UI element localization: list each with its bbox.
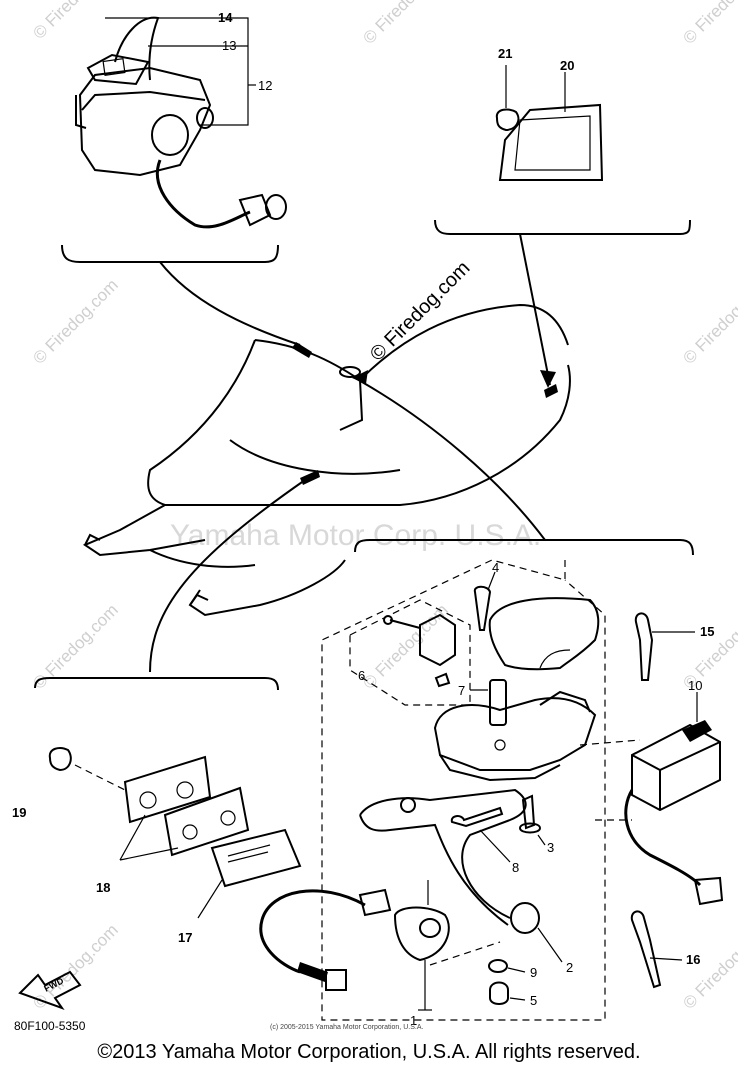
callout-4: 4 — [492, 560, 499, 575]
module-10: 10 — [624, 678, 724, 906]
tail-light-assembly-left: 19 18 17 — [12, 677, 302, 945]
callout-19: 19 — [12, 805, 26, 820]
reflector-assembly-topright: 21 20 — [434, 46, 691, 235]
watermark: © Firedog.com — [359, 0, 451, 48]
callout-12: 12 — [258, 78, 272, 93]
callout-8: 8 — [512, 860, 519, 875]
callout-17: 17 — [178, 930, 192, 945]
leader-lines — [149, 233, 556, 673]
callout-21: 21 — [498, 46, 512, 61]
callout-9: 9 — [530, 965, 537, 980]
callout-3: 3 — [547, 840, 554, 855]
watermark: © Firedog.com — [679, 275, 738, 367]
callout-5: 5 — [530, 993, 537, 1008]
callout-2: 2 — [566, 960, 573, 975]
diagram-code: 80F100-5350 — [14, 1019, 86, 1033]
watermark-layer: © Firedog.com © Firedog.com © Firedog.co… — [29, 0, 738, 1013]
copyright-footer: ©2013 Yamaha Motor Corporation, U.S.A. A… — [97, 1041, 641, 1063]
cable-ties: 15 16 — [630, 612, 714, 989]
watermark: © Firedog.com — [29, 920, 121, 1012]
watermark: © Firedog.com — [359, 600, 451, 692]
callout-20: 20 — [560, 58, 574, 73]
watermark-dark: © Firedog.com — [366, 257, 475, 366]
callout-7: 7 — [458, 683, 465, 698]
small-copyright: (c) 2005-2015 Yamaha Motor Corporation, … — [270, 1024, 424, 1031]
callout-14: 14 — [218, 10, 233, 25]
watermark: © Firedog.com — [29, 275, 121, 367]
callout-1: 1 — [410, 1013, 417, 1028]
snowmobile-hood — [82, 303, 571, 617]
watermark: © Firedog.com — [679, 0, 738, 48]
lever-assembly-right: 6 4 7 2 3 8 — [259, 539, 694, 1028]
callout-6: 6 — [358, 668, 365, 683]
callout-16: 16 — [686, 952, 700, 967]
callout-18: 18 — [96, 880, 110, 895]
callout-13: 13 — [222, 38, 236, 53]
callout-10: 10 — [688, 678, 702, 693]
watermark: © Firedog.com — [29, 0, 121, 43]
callout-15: 15 — [700, 624, 714, 639]
switch-assembly-topleft: 14 13 12 — [61, 10, 287, 263]
